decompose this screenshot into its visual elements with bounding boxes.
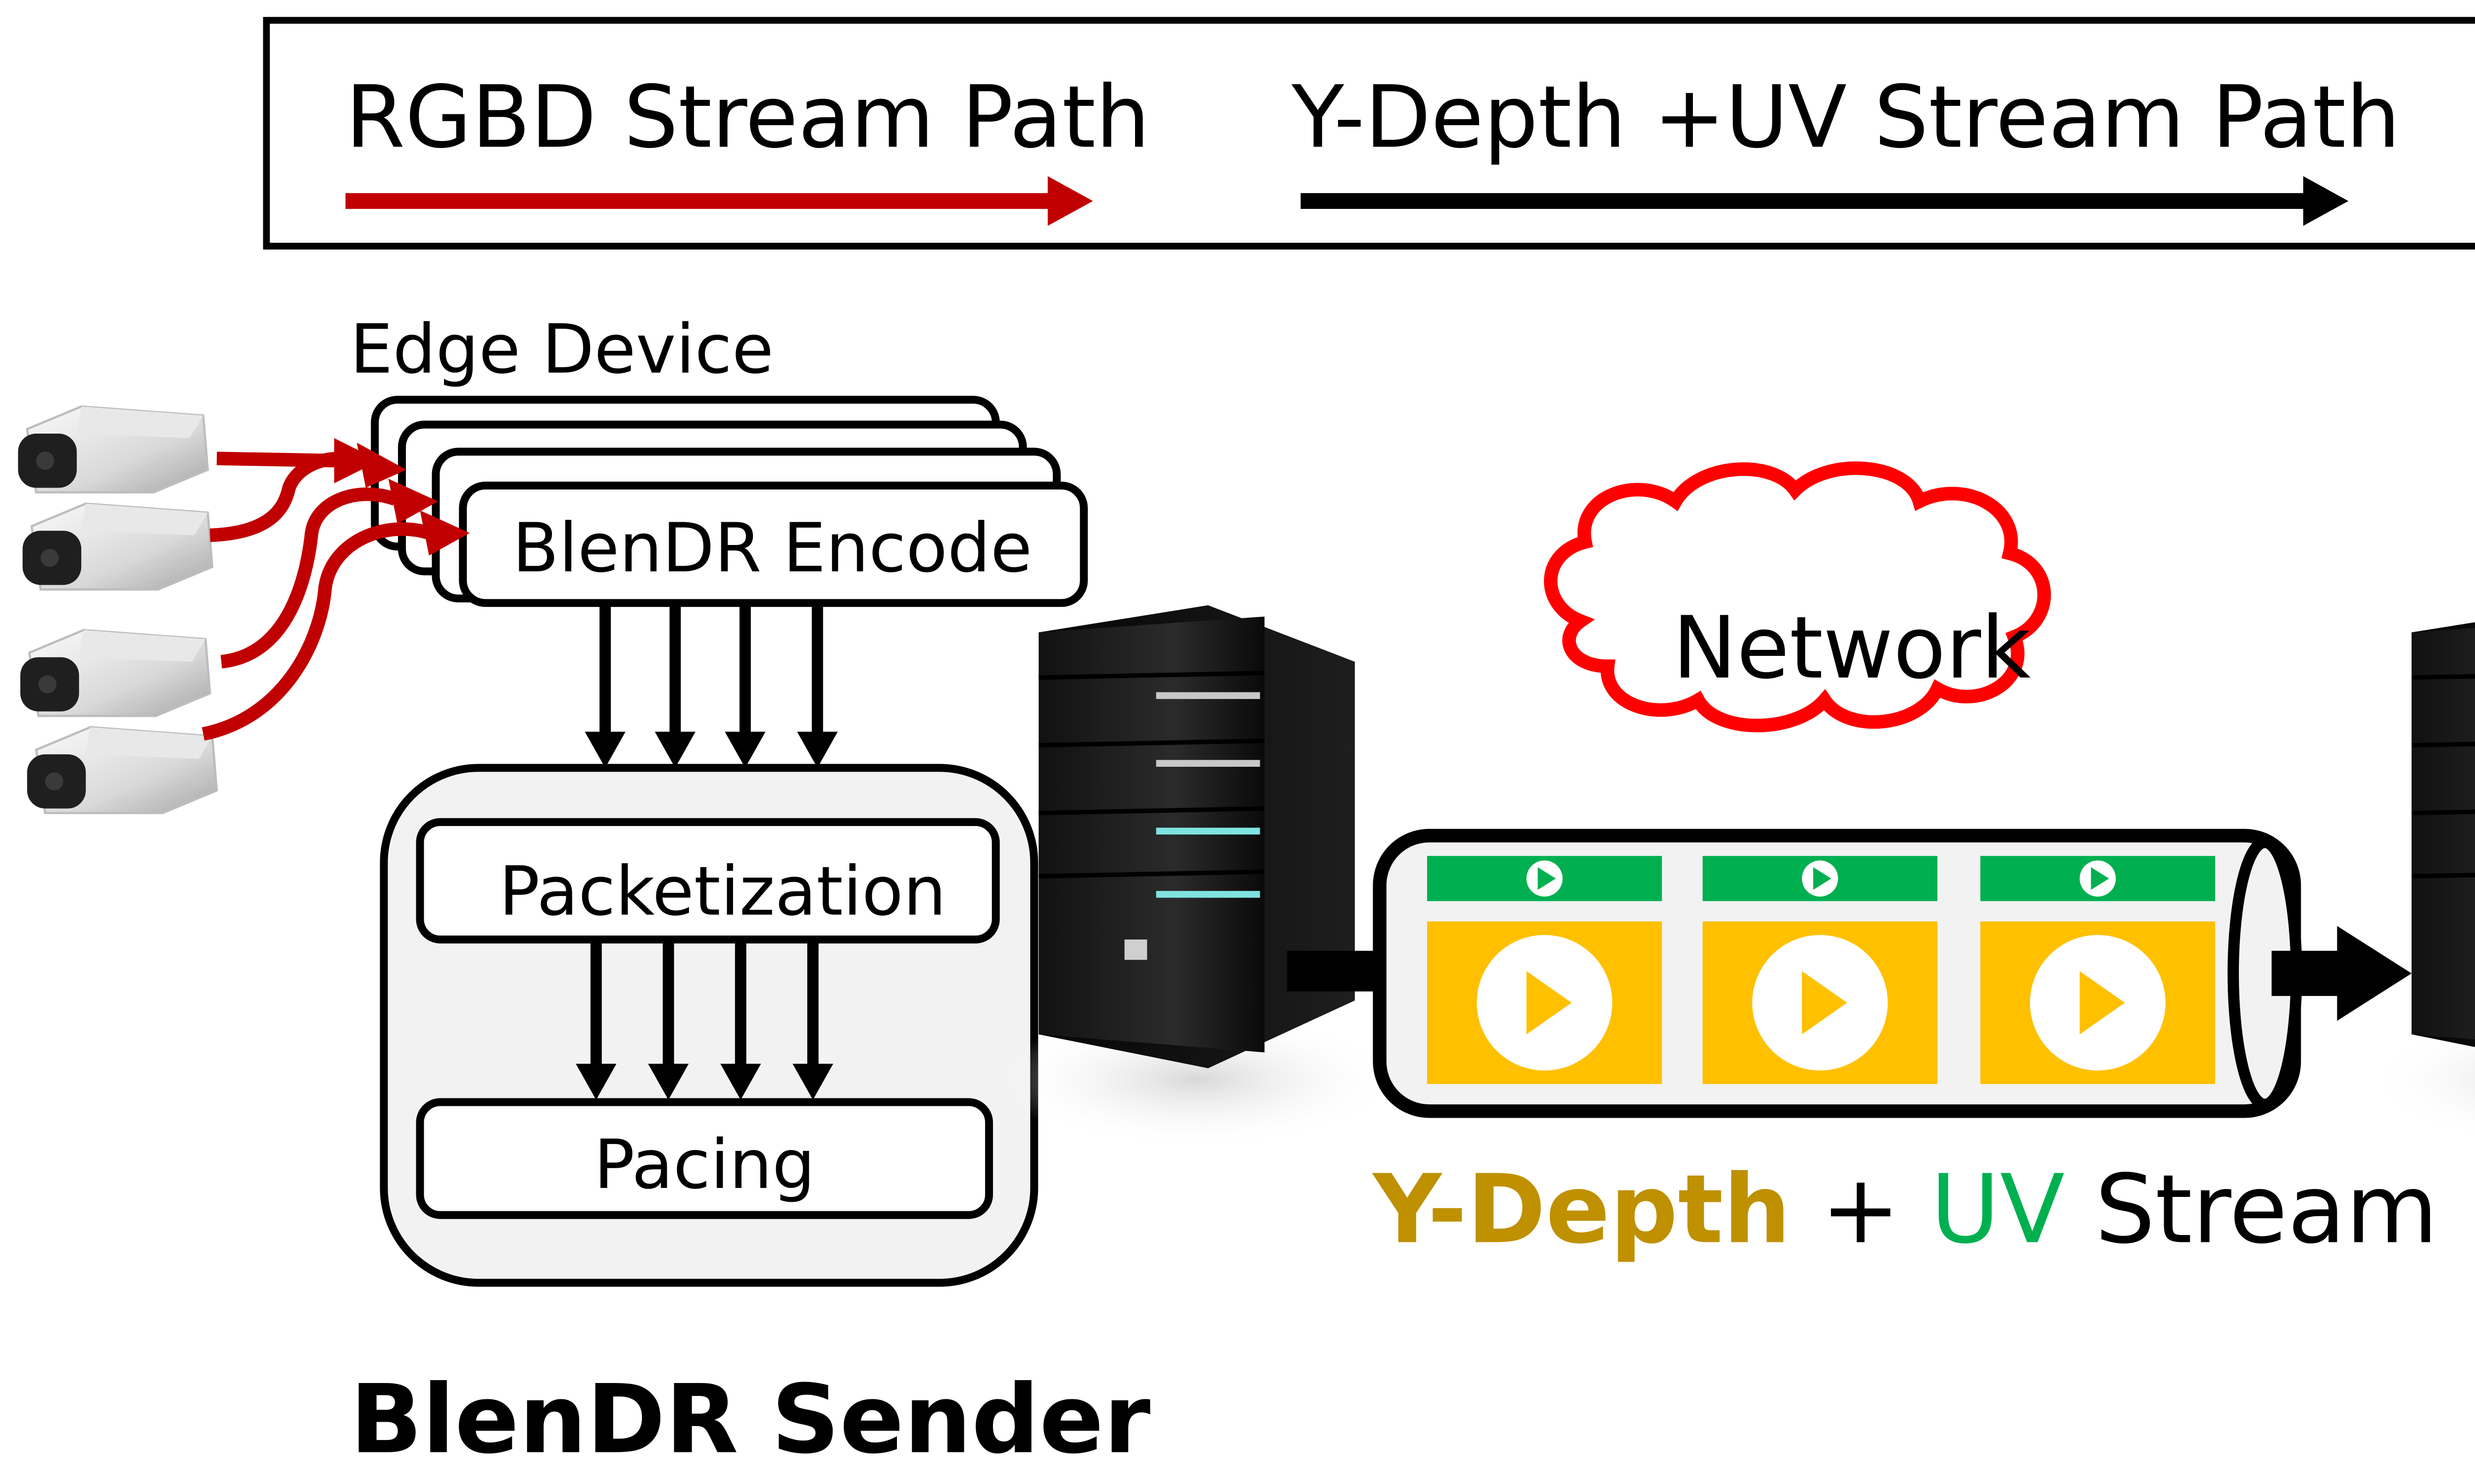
camera-group bbox=[18, 405, 218, 814]
server-front bbox=[1039, 616, 1265, 1053]
encode-label: BlenDR Encode bbox=[512, 509, 1032, 588]
encode-stack: BlenDR Encode bbox=[371, 396, 1088, 607]
server-bay-line bbox=[2411, 674, 2475, 680]
camera-top bbox=[79, 630, 206, 662]
legend-arrow-rgbd-head bbox=[1047, 176, 1093, 226]
sender-section: Edge Device BlenDR Encode bbox=[18, 310, 1150, 1475]
server-bay-line bbox=[2411, 809, 2475, 816]
rgbd-arrowhead-4 bbox=[420, 510, 470, 556]
server-bay-line bbox=[1039, 738, 1265, 748]
uv-play-icon bbox=[2091, 867, 2109, 890]
camera-icon-1 bbox=[18, 405, 209, 494]
camera-lens bbox=[36, 451, 54, 470]
stream-label-stream: Stream bbox=[2065, 1154, 2438, 1265]
pkt-arrow-head-2 bbox=[648, 1063, 689, 1100]
stream-frame-2 bbox=[1702, 856, 1937, 1084]
rgbd-arrowhead-1 bbox=[334, 438, 380, 484]
pkt-arrow-head-1 bbox=[576, 1063, 617, 1100]
pkt-arrow-head-3 bbox=[720, 1063, 761, 1100]
stream-frame-1 bbox=[1427, 856, 1662, 1084]
ydepth-play-icon bbox=[2079, 971, 2125, 1035]
rgbd-arrowhead-2 bbox=[356, 443, 407, 488]
stream-frame-3 bbox=[1980, 856, 2216, 1084]
rgbd-path-4 bbox=[201, 522, 431, 741]
camera-icon-2 bbox=[22, 502, 214, 591]
sender-title: BlenDR Sender bbox=[350, 1365, 1150, 1475]
legend-item-ydepth-uv: Y-Depth +UV Stream Path bbox=[1291, 67, 2400, 226]
stream-label-plus: + bbox=[1791, 1154, 1930, 1265]
ydepth-play-icon bbox=[1802, 971, 1847, 1035]
network-section: Network Y-Depth + UV Stream bbox=[1287, 461, 2438, 1265]
camera-top bbox=[77, 406, 203, 439]
pipe-output-arrow bbox=[2272, 926, 2412, 1021]
stream-frames bbox=[1427, 856, 2216, 1084]
legend: RGBD Stream Path Y-Depth +UV Stream Path… bbox=[263, 17, 2475, 250]
uv-play-icon bbox=[1537, 867, 1556, 890]
server-front bbox=[2411, 628, 2475, 1039]
uv-play-icon bbox=[1813, 867, 1832, 890]
server-bay-line bbox=[2411, 873, 2475, 879]
enc-arrow-head-3 bbox=[725, 732, 766, 768]
server-bay-line bbox=[1039, 671, 1265, 680]
network-cloud-icon: Network bbox=[1544, 461, 2051, 733]
ydepth-play-icon bbox=[1526, 971, 1572, 1035]
rgbd-arrowheads bbox=[334, 438, 470, 556]
legend-item-rgbd: RGBD Stream Path bbox=[346, 67, 1150, 226]
stream-label-ydepth: Y-Depth bbox=[1372, 1154, 1791, 1265]
camera-lens bbox=[41, 548, 59, 567]
enc-arrow-head-1 bbox=[585, 732, 626, 768]
legend-arrow-ydepth-uv-head bbox=[2303, 176, 2349, 226]
camera-icon-3 bbox=[20, 629, 211, 717]
encode-to-packetization-arrows bbox=[585, 605, 838, 768]
rgbd-arrowhead-3 bbox=[388, 479, 438, 524]
camera-lens bbox=[38, 675, 57, 693]
server-logo bbox=[1124, 940, 1147, 960]
server-bay-line bbox=[1039, 869, 1265, 879]
stream-label: Y-Depth + UV Stream bbox=[1372, 1154, 2438, 1265]
server-bay-line bbox=[1039, 806, 1265, 816]
network-label: Network bbox=[1673, 598, 2031, 698]
receiver-server-icon bbox=[2366, 622, 2475, 1139]
edge-device-label: Edge Device bbox=[350, 310, 774, 389]
packetization-box[interactable] bbox=[416, 818, 1000, 943]
pacing-box[interactable] bbox=[416, 1098, 993, 1219]
rgbd-path-2 bbox=[209, 451, 364, 542]
sender-server-icon bbox=[993, 605, 1400, 1147]
camera-top bbox=[81, 503, 208, 536]
rgbd-paths bbox=[201, 451, 431, 741]
pipe-output-head bbox=[2337, 926, 2412, 1021]
network-cloud-outline bbox=[1544, 461, 2051, 733]
legend-label-ydepth-uv: Y-Depth +UV Stream Path bbox=[1291, 67, 2400, 167]
camera-top bbox=[86, 727, 212, 759]
legend-label-rgbd: RGBD Stream Path bbox=[346, 67, 1150, 167]
camera-lens bbox=[45, 772, 63, 791]
packetization-label: Packetization bbox=[499, 852, 946, 931]
server-bay-line bbox=[2411, 742, 2475, 748]
packetization-to-pacing-arrows bbox=[576, 941, 834, 1100]
server-shadow bbox=[2366, 1019, 2475, 1139]
encode-box[interactable] bbox=[459, 481, 1088, 607]
pkt-arrow-head-4 bbox=[792, 1063, 834, 1100]
pacing-label: Pacing bbox=[594, 1126, 815, 1204]
rgbd-path-3 bbox=[220, 487, 397, 669]
camera-icon-4 bbox=[27, 726, 218, 814]
enc-arrow-head-2 bbox=[654, 732, 696, 768]
enc-arrow-head-4 bbox=[797, 732, 838, 768]
stream-label-uv: UV bbox=[1930, 1154, 2065, 1265]
